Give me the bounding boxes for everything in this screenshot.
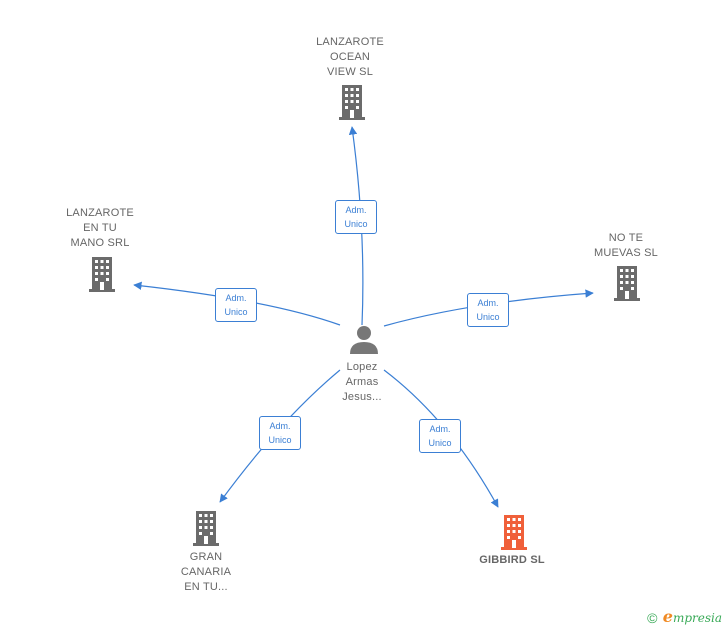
building-icon[interactable] <box>337 84 367 120</box>
edge-label-ocean-view: Adm. Unico <box>335 200 377 234</box>
edge-label-en-tu-mano: Adm. Unico <box>215 288 257 322</box>
brand-initial: e <box>662 607 673 626</box>
brand-logo: © empresia <box>647 607 722 626</box>
edge-label-no-te-muevas: Adm. Unico <box>467 293 509 327</box>
company-name-en-tu-mano[interactable]: LANZAROTE EN TU MANO SRL <box>66 207 134 249</box>
building-icon[interactable] <box>612 265 642 301</box>
building-icon[interactable] <box>191 510 221 546</box>
building-icon[interactable] <box>499 514 529 550</box>
building-icon[interactable] <box>87 256 117 292</box>
edge-label-gran-canaria: Adm. Unico <box>259 416 301 450</box>
copyright-symbol: © <box>647 610 658 626</box>
company-name-gran-canaria[interactable]: GRAN CANARIA EN TU... <box>180 551 232 593</box>
brand-name: mpresia <box>672 611 722 625</box>
company-name-gibbird[interactable]: GIBBIRD SL <box>479 554 545 566</box>
person-name[interactable]: Lopez Armas Jesus... <box>342 361 382 403</box>
company-name-no-te-muevas[interactable]: NO TE MUEVAS SL <box>594 232 658 259</box>
person-icon[interactable] <box>349 324 379 354</box>
company-name-ocean-view[interactable]: LANZAROTE OCEAN VIEW SL <box>316 36 384 78</box>
edge-label-gibbird: Adm. Unico <box>419 419 461 453</box>
